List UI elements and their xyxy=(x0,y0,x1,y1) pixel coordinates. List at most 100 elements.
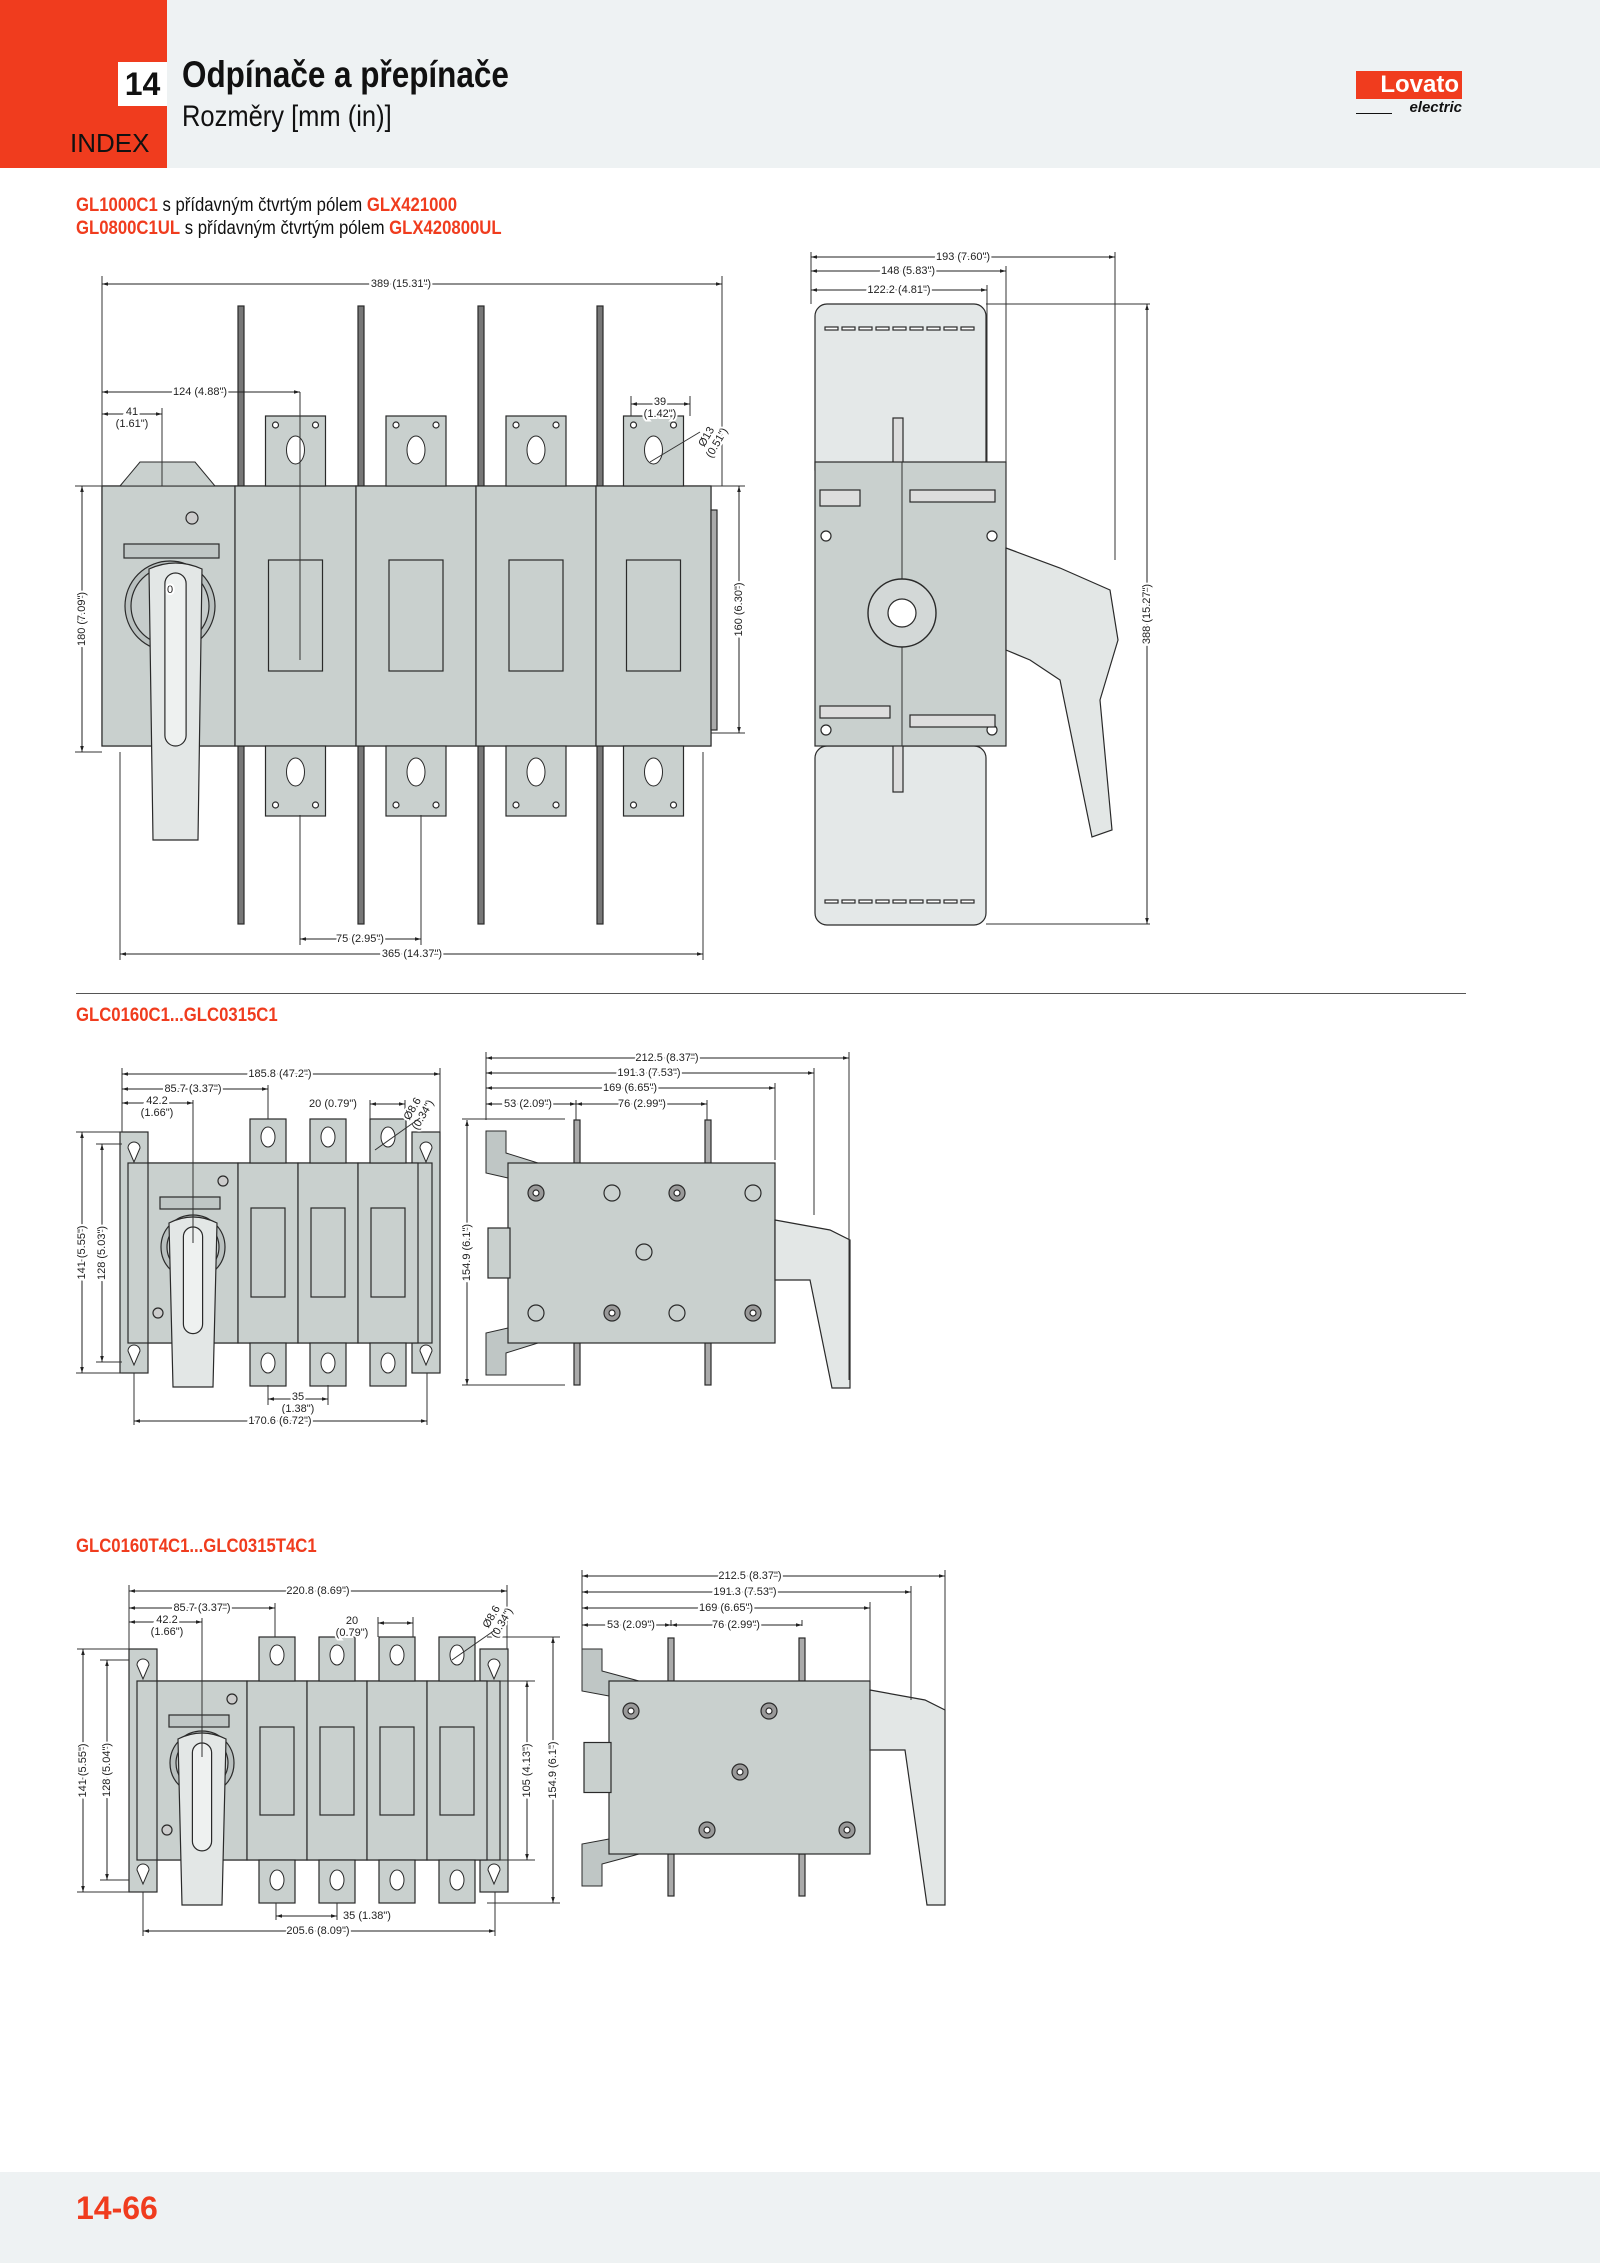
page-subtitle: Rozměry [mm (in)] xyxy=(182,100,392,133)
mounting-hole xyxy=(136,1658,150,1681)
index-link[interactable]: INDEX xyxy=(70,128,150,158)
dimension-label: 212.5 (8.37") xyxy=(718,1570,781,1582)
handle-side xyxy=(1005,547,1119,838)
terminal-hole xyxy=(449,1644,465,1666)
vent-slot xyxy=(909,899,924,904)
dimension-label: 191.3 (7.53") xyxy=(617,1067,680,1079)
diameter-leader xyxy=(649,431,701,463)
terminal-hole xyxy=(329,1869,345,1891)
dimension-label: 160 (6.30") xyxy=(733,582,745,636)
vent-slot xyxy=(841,326,856,331)
page-number: 14-66 xyxy=(76,2190,158,2226)
slot xyxy=(909,489,996,503)
pole-window xyxy=(439,1726,475,1816)
vent-slot xyxy=(875,326,890,331)
dimension-label: 122.2 (4.81") xyxy=(867,284,930,296)
mounting-hole xyxy=(419,1141,433,1164)
terminal-hole xyxy=(320,1126,336,1148)
vent-slot xyxy=(858,326,873,331)
dimension-label: 205.6 (8.09") xyxy=(286,1925,349,1937)
dimension-label: 169 (6.65") xyxy=(603,1082,657,1094)
diameter-leader xyxy=(374,1117,421,1151)
dimension-label: 128 (5.03") xyxy=(96,1226,108,1280)
terminal-hole xyxy=(644,757,663,787)
hole xyxy=(271,421,280,429)
pole-window xyxy=(625,559,682,672)
hole xyxy=(512,421,520,429)
vent-slot xyxy=(841,899,856,904)
terminal-hole xyxy=(526,435,546,465)
screw-icon xyxy=(152,1307,164,1319)
pole-window xyxy=(250,1207,286,1298)
dimension-label: 180 (7.09") xyxy=(76,592,88,646)
hole xyxy=(552,801,560,809)
stud xyxy=(798,1853,806,1897)
hole-center xyxy=(627,1707,635,1715)
label-line: 35 xyxy=(292,1391,304,1403)
label-line: (1.66") xyxy=(141,1107,174,1119)
section-1-line-2: GL0800C1UL s přídavným čtvrtým pólem GLX… xyxy=(76,218,502,239)
logo-subtext: electric xyxy=(1409,99,1462,116)
chapter-number: 14 xyxy=(118,62,167,106)
vent-slot xyxy=(926,899,941,904)
hole xyxy=(512,801,520,809)
terminal-hole xyxy=(260,1126,276,1148)
label-line: (0.79") xyxy=(336,1627,369,1639)
vent-slot xyxy=(943,899,958,904)
section-3-title: GLC0160T4C1...GLC0315T4C1 xyxy=(76,1536,317,1557)
pole-window xyxy=(319,1726,355,1816)
hole xyxy=(432,801,440,809)
hole-center xyxy=(843,1826,851,1834)
top-cover xyxy=(118,461,217,487)
screw-icon xyxy=(185,511,199,525)
drawing-gl1000-side: 193 (7.60")148 (5.83")122.2 (4.81")388 (… xyxy=(810,249,1155,926)
hole-center xyxy=(673,1189,681,1197)
logo-text: Lovato xyxy=(1356,71,1462,99)
label-line: 42.2 xyxy=(146,1095,167,1107)
indicator-window xyxy=(159,1196,221,1210)
dimension-label: 365 (14.37") xyxy=(382,948,442,960)
dimension-label: 169 (6.65") xyxy=(699,1602,753,1614)
hole xyxy=(629,801,638,809)
dimension-label: 0 xyxy=(167,584,173,596)
dimension-label: 191.3 (7.53") xyxy=(713,1586,776,1598)
indicator-window xyxy=(168,1714,230,1728)
vent-slot xyxy=(960,326,975,331)
dimension-label: 105 (4.13") xyxy=(521,1743,533,1797)
dimension-label: 170.6 (6.72") xyxy=(248,1415,311,1427)
vent-slot xyxy=(909,326,924,331)
dimension-label: 212.5 (8.37") xyxy=(635,1052,698,1064)
handle-side xyxy=(774,1219,851,1389)
dimension-label: 148 (5.83") xyxy=(881,265,935,277)
dimension-label: 141 (5.55") xyxy=(76,1225,88,1279)
label-line: (1.66") xyxy=(151,1626,184,1638)
dimension-label: 220.8 (8.69") xyxy=(286,1585,349,1597)
label-line: 41 xyxy=(126,406,138,418)
terminal-hole xyxy=(329,1644,345,1666)
hole xyxy=(669,421,678,429)
drive-center xyxy=(887,598,917,628)
dimension-label: 76 (2.99") xyxy=(618,1098,666,1110)
vent-slot xyxy=(824,899,839,904)
dimension-label: 154.9 (6.1") xyxy=(461,1224,473,1281)
dimension-label: 42.2(1.66") xyxy=(141,1095,174,1119)
mounting-hole xyxy=(668,1304,686,1322)
dimension-label: 53 (2.09") xyxy=(607,1619,655,1631)
dimension-label: 35(1.38") xyxy=(282,1391,315,1415)
dimension-label: 76 (2.99") xyxy=(712,1619,760,1631)
drawing-glc-4p-side: 212.5 (8.37") 191.3 (7.53") 169 (6.65") 53 … xyxy=(581,1568,946,1906)
header-band xyxy=(0,0,1600,168)
dimension-label: 128 (5.04") xyxy=(101,1743,113,1797)
hole xyxy=(820,530,832,542)
label-line: (1.38") xyxy=(282,1403,315,1415)
dimension-label: 85.7 (3.37") xyxy=(173,1602,230,1614)
hole xyxy=(392,801,400,809)
terminal-hole xyxy=(269,1644,285,1666)
mounting-hole xyxy=(487,1658,501,1681)
dimension-label: 85.7 (3.37") xyxy=(164,1083,221,1095)
dimension-label: 124 (4.88") xyxy=(173,386,227,398)
label-line: 39 xyxy=(654,396,666,408)
mounting-hole xyxy=(744,1184,762,1202)
